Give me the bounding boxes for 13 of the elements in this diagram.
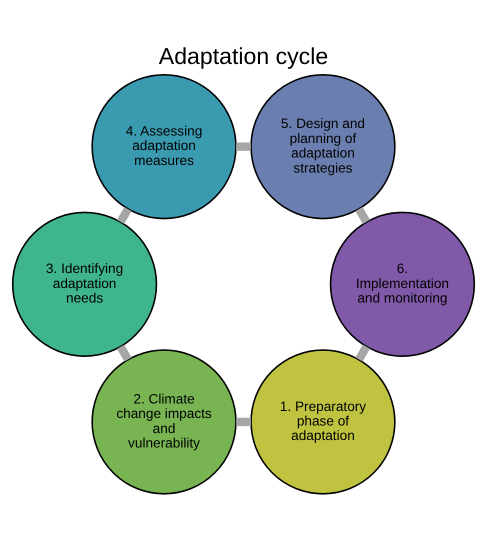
connector [116,206,132,224]
node-circle: 4. Assessing adaptation measures [91,73,237,219]
node-circle: 5. Design and planning of adaptation strategies [250,73,396,219]
connector [355,344,370,362]
connector [355,206,370,224]
diagram-title: Adaptation cycle [158,42,328,68]
connector [236,142,251,150]
node-circle: 3. Identifying adaptation needs [12,211,158,356]
node-circle: 6. Implementation and monitoring [330,211,476,356]
node-circle: 2. Climate change impacts and vulnerability [91,348,237,494]
node-circle: 1. Preparatory phase of adaptation [250,348,396,494]
connector [236,417,251,426]
connector [116,344,132,362]
